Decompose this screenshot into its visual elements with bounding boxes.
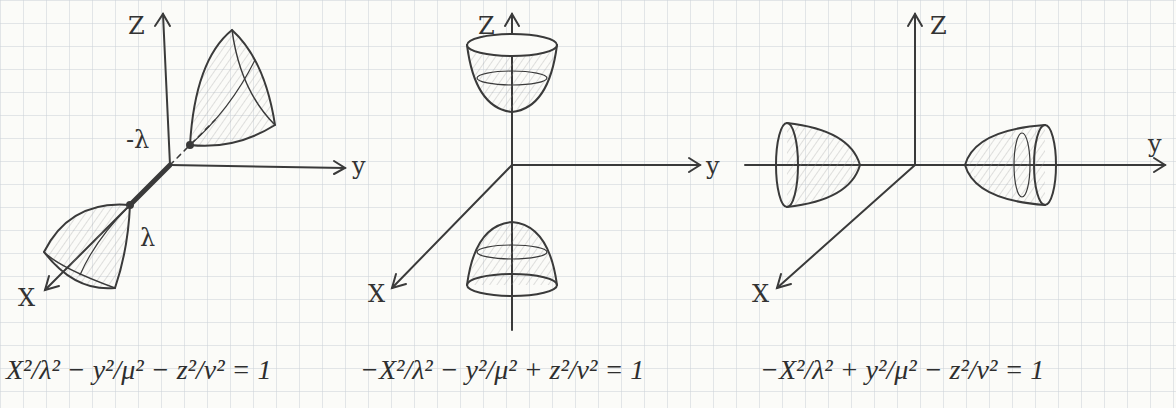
axis-label: X xyxy=(368,282,385,306)
panel-two xyxy=(392,14,700,330)
axis-label: Z xyxy=(930,14,947,38)
panel-three xyxy=(745,14,1165,288)
equation: −X²/λ² + y²/μ² − z²/ν² = 1 xyxy=(760,356,1044,384)
axis-label: Z xyxy=(478,14,495,38)
axis-label: y xyxy=(352,154,366,178)
axis-label: y xyxy=(1148,132,1162,156)
equation: −X²/λ² − y²/μ² + z²/ν² = 1 xyxy=(360,356,644,384)
axis-label: y xyxy=(706,154,720,178)
axis-label: X xyxy=(18,286,35,310)
equation: X²/λ² − y²/μ² − z²/ν² = 1 xyxy=(6,356,271,384)
vertex-label: λ xyxy=(140,226,155,250)
axis-label: X xyxy=(752,282,769,306)
vertex-label: -λ xyxy=(126,128,149,152)
panel-one xyxy=(44,14,345,290)
axis-label: Z xyxy=(128,14,145,38)
